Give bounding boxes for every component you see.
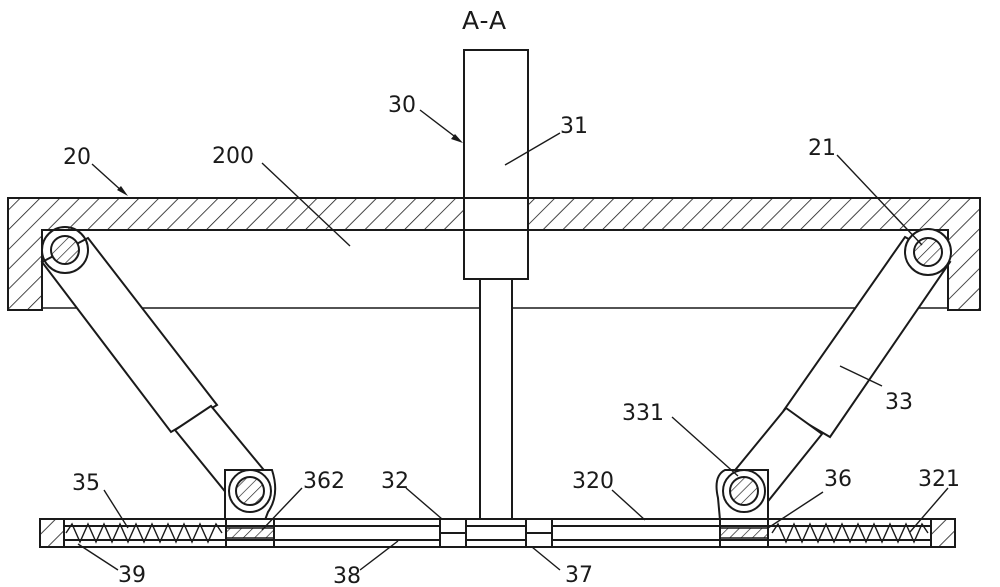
label-320: 320 — [572, 469, 614, 494]
label-33: 33 — [885, 390, 913, 415]
label-38: 38 — [333, 564, 361, 587]
label-37: 37 — [565, 563, 593, 587]
label-362: 362 — [303, 469, 345, 494]
label-321: 321 — [918, 467, 960, 492]
label-35: 35 — [72, 471, 100, 496]
label-32: 32 — [381, 469, 409, 494]
label-36: 36 — [824, 467, 852, 492]
label-21: 21 — [808, 136, 836, 161]
label-331: 331 — [622, 401, 664, 426]
label-200: 200 — [212, 144, 254, 169]
label-20: 20 — [63, 145, 91, 170]
section-title: A-A — [462, 6, 507, 35]
label-39: 39 — [118, 563, 146, 587]
central-column — [464, 50, 528, 519]
label-30: 30 — [388, 93, 416, 118]
label-31: 31 — [560, 114, 588, 139]
